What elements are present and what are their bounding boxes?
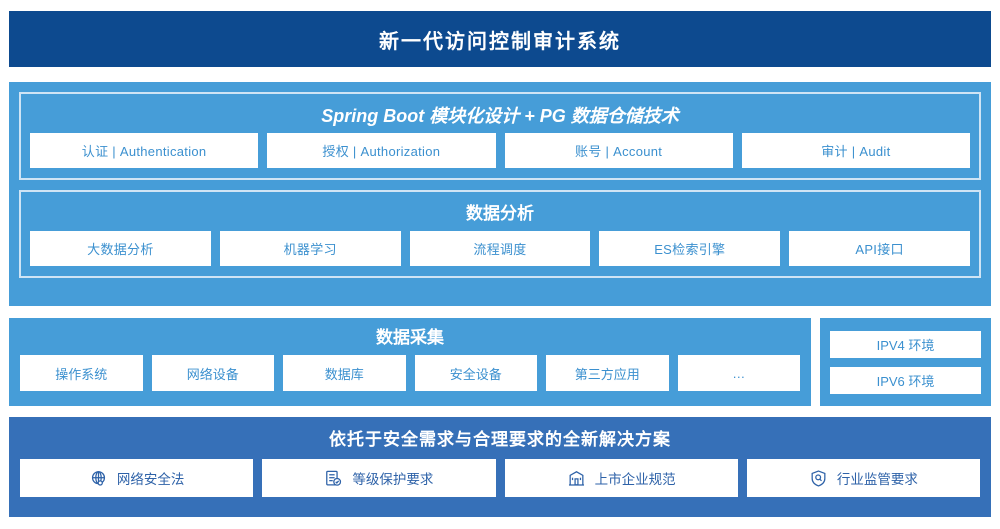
app-item-label: 审计 | Audit (821, 144, 891, 159)
collection-item-label: … (732, 365, 746, 381)
analysis-layer-items: 大数据分析 机器学习 流程调度 ES检索引擎 API接口 (30, 231, 970, 266)
collection-band: 数据采集 操作系统 网络设备 数据库 安全设备 第三方应用 … (9, 318, 991, 406)
application-layer-title: Spring Boot 模块化设计 + PG 数据仓储技术 (321, 106, 679, 126)
collection-item-more[interactable]: … (677, 355, 800, 391)
analysis-item-es-search[interactable]: ES检索引擎 (599, 231, 781, 266)
compliance-panel: 依托于安全需求与合理要求的全新解决方案 网络安全法 (9, 417, 991, 517)
collection-item-security-device[interactable]: 安全设备 (414, 355, 537, 391)
collection-item-label: 安全设备 (449, 366, 502, 382)
document-check-icon (324, 469, 343, 488)
compliance-item-label: 上市企业规范 (594, 472, 676, 487)
compliance-item-label: 网络安全法 (116, 472, 185, 487)
environment-item-label: IPV6 环境 (876, 373, 935, 389)
compliance-items: 网络安全法 等级保护要求 (20, 459, 980, 497)
collection-item-label: 操作系统 (55, 366, 108, 382)
environment-item-ipv6[interactable]: IPV6 环境 (830, 366, 981, 394)
application-layer-items: 认证 | Authentication 授权 | Authorization 账… (30, 133, 970, 168)
compliance-title: 依托于安全需求与合理要求的全新解决方案 (329, 430, 671, 449)
app-item-authentication[interactable]: 认证 | Authentication (30, 133, 259, 168)
analysis-item-label: 流程调度 (473, 242, 527, 257)
collection-item-label: 数据库 (324, 366, 364, 382)
shield-search-icon (809, 469, 828, 488)
environment-item-ipv4[interactable]: IPV4 环境 (830, 330, 981, 358)
page-title: 新一代访问控制审计系统 (379, 30, 621, 53)
collection-item-label: 网络设备 (186, 366, 239, 382)
platform-panel: Spring Boot 模块化设计 + PG 数据仓储技术 认证 | Authe… (9, 82, 991, 306)
analysis-item-label: 机器学习 (283, 242, 337, 257)
analysis-item-label: ES检索引擎 (654, 242, 726, 257)
building-icon (567, 469, 586, 488)
analysis-item-label: API接口 (855, 242, 904, 257)
app-item-label: 授权 | Authorization (322, 144, 441, 159)
app-item-authorization[interactable]: 授权 | Authorization (267, 133, 496, 168)
environment-item-label: IPV4 环境 (876, 337, 935, 353)
analysis-item-label: 大数据分析 (87, 242, 154, 257)
collection-item-network-device[interactable]: 网络设备 (151, 355, 274, 391)
collection-layer-panel: 数据采集 操作系统 网络设备 数据库 安全设备 第三方应用 … (9, 318, 811, 406)
app-item-account[interactable]: 账号 | Account (504, 133, 733, 168)
header-bar: 新一代访问控制审计系统 (9, 11, 991, 67)
compliance-item-label: 行业监管要求 (836, 472, 918, 487)
collection-item-os[interactable]: 操作系统 (20, 355, 143, 391)
analysis-item-process-scheduling[interactable]: 流程调度 (409, 231, 591, 266)
environment-panel: IPV4 环境 IPV6 环境 (820, 318, 991, 406)
compliance-item-cybersecurity-law[interactable]: 网络安全法 (20, 459, 254, 497)
collection-item-third-party-app[interactable]: 第三方应用 (546, 355, 669, 391)
app-item-label: 账号 | Account (575, 144, 663, 159)
globe-icon (89, 469, 108, 488)
app-item-audit[interactable]: 审计 | Audit (741, 133, 970, 168)
collection-item-label: 第三方应用 (574, 366, 640, 382)
compliance-item-listed-company-standard[interactable]: 上市企业规范 (504, 459, 738, 497)
compliance-item-industry-supervision[interactable]: 行业监管要求 (746, 459, 980, 497)
collection-item-database[interactable]: 数据库 (283, 355, 406, 391)
compliance-item-label: 等级保护要求 (352, 472, 434, 487)
analysis-layer-box: 数据分析 大数据分析 机器学习 流程调度 ES检索引擎 API接口 (19, 190, 981, 278)
analysis-item-api[interactable]: API接口 (789, 231, 970, 266)
compliance-item-graded-protection[interactable]: 等级保护要求 (262, 459, 496, 497)
analysis-item-bigdata[interactable]: 大数据分析 (30, 231, 211, 266)
collection-layer-items: 操作系统 网络设备 数据库 安全设备 第三方应用 … (20, 355, 800, 391)
collection-layer-title: 数据采集 (376, 328, 444, 347)
app-item-label: 认证 | Authentication (81, 144, 207, 159)
application-layer-box: Spring Boot 模块化设计 + PG 数据仓储技术 认证 | Authe… (19, 92, 981, 180)
analysis-layer-title: 数据分析 (466, 204, 534, 223)
analysis-item-machine-learning[interactable]: 机器学习 (219, 231, 401, 266)
